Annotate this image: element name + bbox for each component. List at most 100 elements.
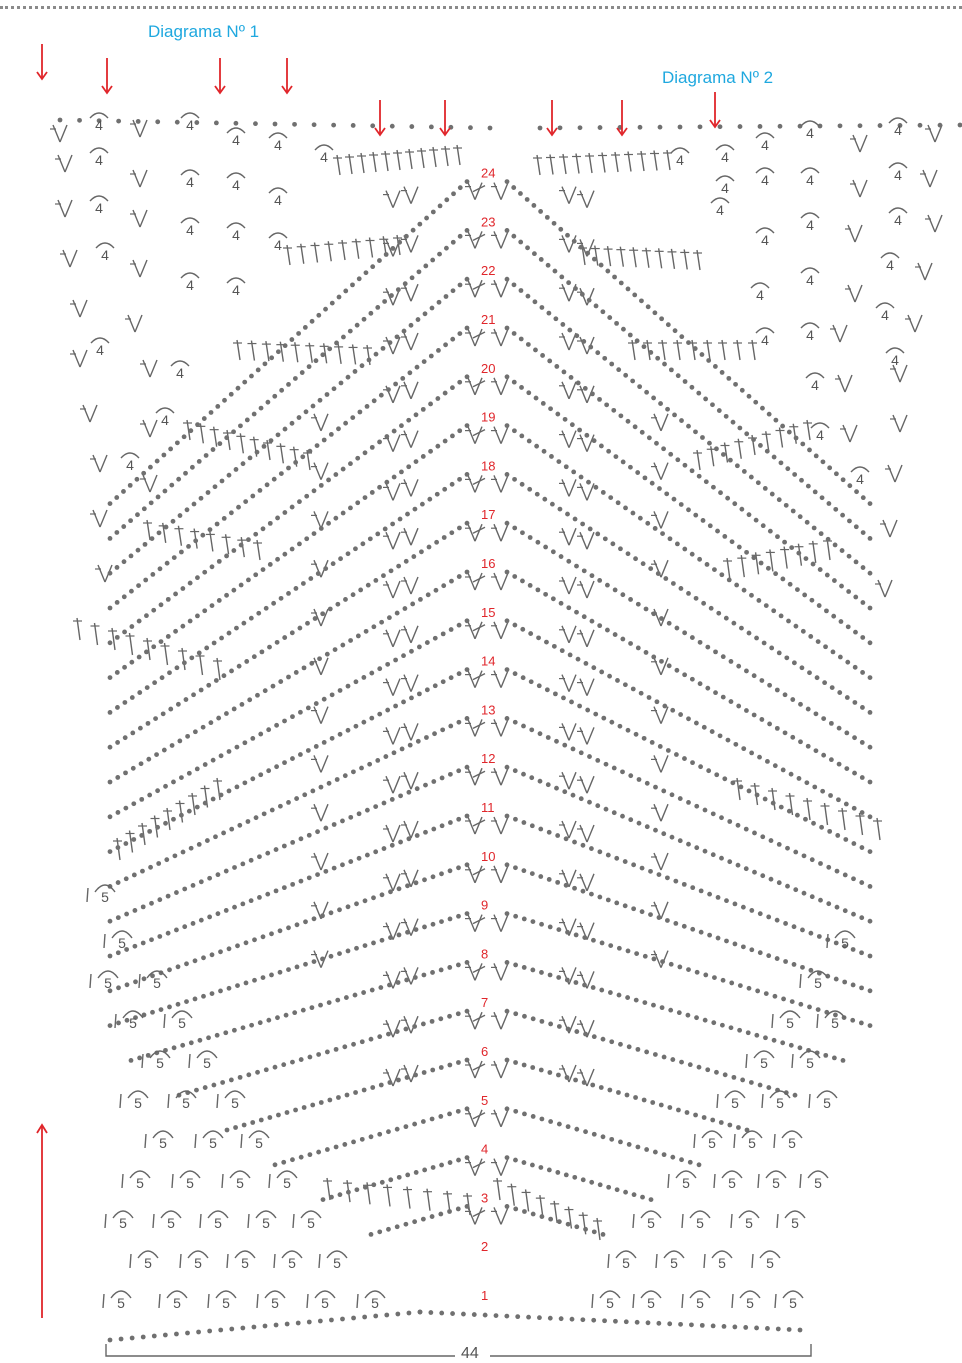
fan-count: 5 <box>814 1175 822 1191</box>
chain-dot <box>298 752 303 757</box>
chain-dot <box>261 975 266 980</box>
chain-dot <box>195 766 200 771</box>
chain-dot <box>777 497 782 502</box>
chain-dot <box>751 555 756 560</box>
chain-dot <box>555 833 560 838</box>
chain-dot <box>713 364 718 369</box>
chain-dot <box>286 800 291 805</box>
chain-dot <box>759 717 764 722</box>
chain-dot <box>163 489 168 494</box>
chain-dot <box>688 1160 693 1165</box>
chain-dot <box>163 1333 168 1338</box>
v-stitch <box>923 170 937 187</box>
fan-count: 5 <box>760 1055 768 1071</box>
chain-dot <box>203 1085 208 1090</box>
chain-dot <box>533 348 538 353</box>
chain-dot <box>703 397 708 402</box>
chain-dot <box>310 1103 315 1108</box>
chain-dot <box>242 1123 247 1128</box>
chain-dot <box>307 1320 312 1325</box>
chain-dot <box>257 854 262 859</box>
chain-dot <box>327 1098 332 1103</box>
chain-dot <box>938 123 943 128</box>
chain-dot <box>733 902 738 907</box>
chain-dot <box>137 655 142 660</box>
chain-dot <box>456 914 461 919</box>
chain-dot <box>813 490 818 495</box>
chain-dot <box>186 544 191 549</box>
chain-dot <box>682 672 687 677</box>
chain-dot <box>314 358 319 363</box>
chain-dot <box>580 522 585 527</box>
chain-dot <box>108 571 113 576</box>
v-stitch <box>83 405 97 422</box>
chain-dot <box>526 342 531 347</box>
chain-dot <box>164 857 169 862</box>
chain-dot <box>151 644 156 649</box>
chain-dot <box>542 497 547 502</box>
chain-dot <box>529 727 534 732</box>
chain-dot <box>614 856 619 861</box>
v-stitch <box>386 483 400 500</box>
chain-dot <box>258 488 263 493</box>
fan-count: 5 <box>786 1015 794 1031</box>
chain-dot <box>340 1317 345 1322</box>
fan-count: 5 <box>104 975 112 991</box>
chain-dot <box>572 886 577 891</box>
chain-dot <box>739 784 744 789</box>
chain-dot <box>616 500 621 505</box>
chain-dot <box>754 636 759 641</box>
chain-dot <box>441 631 446 636</box>
chain-dot <box>573 286 578 291</box>
chain-dot <box>299 1155 304 1160</box>
chain-dot <box>591 665 596 670</box>
chain-dot <box>771 801 776 806</box>
chain-dot <box>409 323 414 328</box>
chain-dot <box>762 641 767 646</box>
chain-dot <box>571 793 576 798</box>
chain-dot <box>179 550 184 555</box>
chain-dot <box>225 1128 230 1133</box>
chain-dot <box>639 691 644 696</box>
chain-dot <box>189 846 194 851</box>
chain-dot <box>860 775 865 780</box>
chain-dot <box>818 898 823 903</box>
chain-dot <box>370 445 375 450</box>
chain-dot <box>521 868 526 873</box>
chain-dot <box>731 621 736 626</box>
chain-dot <box>799 478 804 483</box>
chain-dot <box>618 413 623 418</box>
chain-dot <box>512 380 517 385</box>
chain-dot <box>242 740 247 745</box>
chain-dot <box>204 453 209 458</box>
chain-dot <box>595 758 600 763</box>
chain-dot <box>670 1057 675 1062</box>
chain-dot <box>108 640 113 645</box>
chain-dot <box>764 991 769 996</box>
chain-dot <box>513 720 518 725</box>
chain-dot <box>227 946 232 951</box>
chain-dot <box>241 1025 246 1030</box>
chain-dot <box>554 786 559 791</box>
chain-dot <box>706 768 711 773</box>
chain-dot <box>679 1157 684 1162</box>
chain-dot <box>620 814 625 819</box>
chain-dot <box>465 862 470 867</box>
chain-dot <box>580 292 585 297</box>
chain-dot <box>325 392 330 397</box>
chain-dot <box>688 1062 693 1067</box>
chain-dot <box>581 843 586 848</box>
chain-dot <box>354 901 359 906</box>
chain-dot <box>623 682 628 687</box>
chain-dot <box>373 804 378 809</box>
chain-dot <box>584 433 589 438</box>
chain-dot <box>642 1098 647 1103</box>
chain-dot <box>253 572 258 577</box>
chain-dot <box>738 124 743 129</box>
chain-dot <box>219 636 224 641</box>
chain-dot <box>852 700 857 705</box>
chain-dot <box>362 317 367 322</box>
chain-dot <box>829 757 834 762</box>
chain-dot <box>788 582 793 587</box>
chain-dot <box>210 952 215 957</box>
